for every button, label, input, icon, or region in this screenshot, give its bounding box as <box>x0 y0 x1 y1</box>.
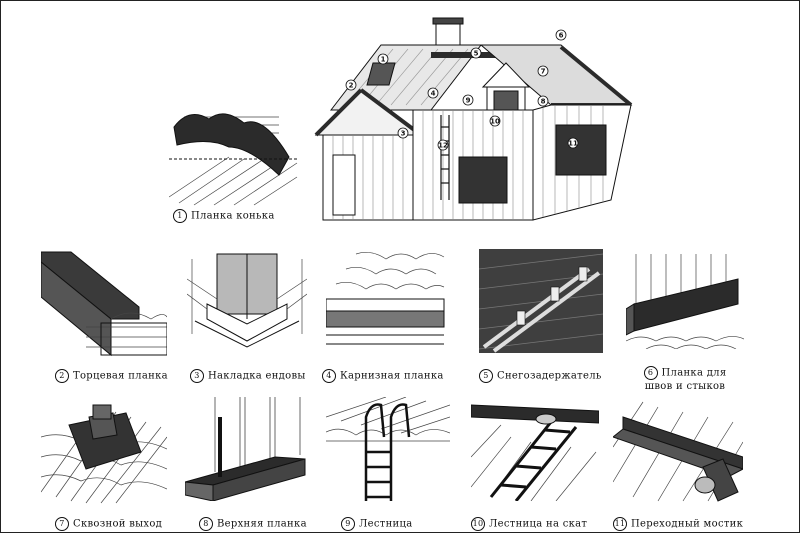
number-badge: 10 <box>471 517 485 531</box>
ladder-illustration <box>326 397 450 505</box>
caption-label-line2: швов и стыков <box>644 381 726 392</box>
caption-8: 8 Верхняя планка <box>199 517 307 531</box>
house-marker-label: 4 <box>431 90 436 98</box>
caption-label: Торцевая планка <box>73 370 168 382</box>
house-marker-label: 2 <box>349 82 354 90</box>
caption-label: Лестница <box>359 518 413 530</box>
caption-label: Снегозадержатель <box>497 370 602 382</box>
caption-3: 3 Накладка ендовы <box>190 369 306 383</box>
house-marker-label: 7 <box>541 68 546 76</box>
caption-label-line1: Планка для <box>661 367 727 379</box>
snow-guard-illustration <box>479 249 603 353</box>
house-marker-label: 11 <box>568 140 578 148</box>
caption-label: Планка конька <box>191 210 275 222</box>
caption-5: 5 Снегозадержатель <box>479 369 602 383</box>
caption-7: 7 Сквозной выход <box>55 517 162 531</box>
house-marker-label: 5 <box>474 50 479 58</box>
number-badge: 8 <box>199 517 213 531</box>
ridge-cap <box>173 113 290 176</box>
house-marker-label: 1 <box>381 56 386 64</box>
number-badge: 1 <box>173 209 187 223</box>
number-badge: 5 <box>479 369 493 383</box>
house-marker-label: 3 <box>401 130 406 138</box>
house-marker-label: 6 <box>559 32 564 40</box>
caption-4: 4 Карнизная планка <box>322 369 444 383</box>
top-plank-illustration <box>185 397 309 501</box>
number-badge: 4 <box>322 369 336 383</box>
caption-1: 1 Планка конька <box>173 209 275 223</box>
house-marker-label: 8 <box>541 98 546 106</box>
caption-label: Сквозной выход <box>73 518 163 530</box>
caption-label: Накладка ендовы <box>208 370 306 382</box>
caption-10: 10 Лестница на скат <box>471 517 587 531</box>
number-badge: 6 <box>643 366 658 380</box>
caption-label: Карнизная планка <box>340 370 444 382</box>
walkway-illustration <box>613 397 743 505</box>
caption-11: 11 Переходный мостик <box>613 517 743 531</box>
number-badge: 11 <box>613 517 627 531</box>
caption-9: 9 Лестница <box>341 517 413 531</box>
caption-2: 2 Торцевая планка <box>55 369 168 383</box>
caption-label: Переходный мостик <box>631 518 744 530</box>
valley-cover-illustration <box>187 249 307 349</box>
gable-plank-illustration <box>41 247 167 357</box>
roof-ladder-illustration <box>471 397 599 501</box>
house-marker-label: 12 <box>438 142 448 150</box>
number-badge: 2 <box>55 369 69 383</box>
eave-plank-illustration <box>326 249 446 349</box>
house-marker-label: 9 <box>466 97 471 105</box>
caption-label: Верхняя планка <box>217 518 307 530</box>
caption-label: Лестница на скат <box>489 518 588 530</box>
number-badge: 9 <box>341 517 355 531</box>
through-exit-illustration <box>41 397 167 505</box>
number-badge: 3 <box>190 369 204 383</box>
joint-plank-illustration <box>626 249 744 349</box>
house-marker-label: 10 <box>490 118 500 126</box>
ridge-plank-illustration <box>169 97 299 207</box>
number-badge: 7 <box>55 517 69 531</box>
